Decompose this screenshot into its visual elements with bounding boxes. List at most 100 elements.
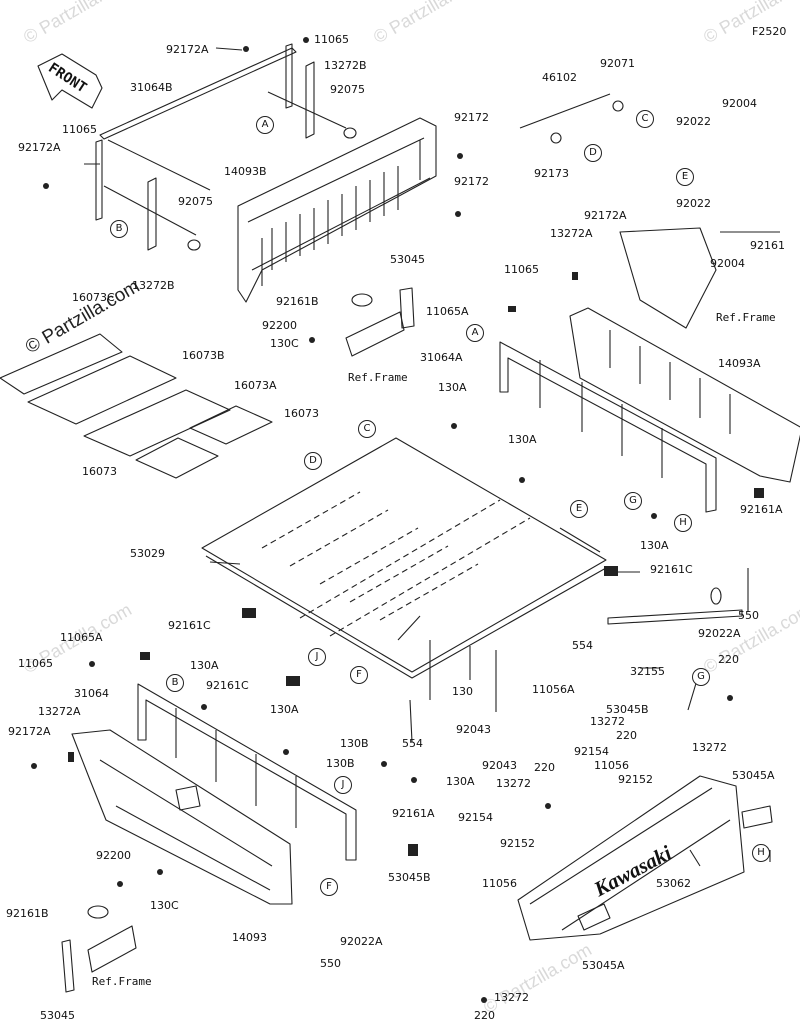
ref-marker-d: D [304,452,322,470]
part-label: 92022 [676,115,711,128]
part-label: 16073 [82,465,117,478]
ref-marker-c: C [358,420,376,438]
part-label: 92022 [676,197,711,210]
part-label: 53045A [582,959,625,972]
part-label: 92152 [618,773,653,786]
part-label: 13272A [550,227,593,240]
tailgate-53062 [517,775,745,941]
part-label: 92154 [458,811,493,824]
part-label: 13272A [38,705,81,718]
part-label: 11065A [60,631,103,644]
part-label: 92004 [722,97,757,110]
ref-marker-g: G [624,492,642,510]
ref-marker-f: F [350,666,368,684]
ref-marker-d: D [584,144,602,162]
part-label: 11056A [532,683,575,696]
part-label: 130A [438,381,467,394]
bed-53029 [201,437,607,673]
mat-16073 [189,405,273,445]
rail-31064 [137,683,357,861]
part-label: 13272 [496,777,531,790]
part-label: 220 [616,729,637,742]
part-label: 92161C [168,619,211,632]
part-label: 16073B [182,349,225,362]
gate-14093a [569,307,800,483]
part-label: 53045A [732,769,775,782]
part-label: 11065A [426,305,469,318]
part-label: 130B [340,737,369,750]
bracket-13272b [147,177,157,251]
part-label: 92172A [584,209,627,222]
part-label: 92172 [454,175,489,188]
part-label: 92172A [166,43,209,56]
part-label: 46102 [542,71,577,84]
part-label: 13272 [494,991,529,1004]
ref-marker-g: G [692,668,710,686]
part-label: 92161A [392,807,435,820]
ref-marker-a: A [256,116,274,134]
part-label: 13272 [590,715,625,728]
ref-marker-j: J [308,648,326,666]
part-label: 130A [446,775,475,788]
front-arrow-icon [37,53,103,109]
part-label: 11065 [62,123,97,136]
part-label: 92200 [262,319,297,332]
part-label: 16073C [72,291,115,304]
part-label: 220 [534,761,555,774]
mat-16073b [27,355,177,425]
part-label: 92161C [650,563,693,576]
part-label: 11056 [594,759,629,772]
part-label: 92161A [740,503,783,516]
ref-marker-e: E [570,500,588,518]
ref-marker-e: E [676,168,694,186]
part-label: 550 [738,609,759,622]
part-label: 92161B [276,295,319,308]
part-label: 53029 [130,547,165,560]
part-label: 92075 [330,83,365,96]
part-label: 130B [326,757,355,770]
part-label: 550 [320,957,341,970]
part-label: 220 [474,1009,495,1022]
mat-16073 [135,437,219,479]
part-label: 92152 [500,837,535,850]
part-label: 11056 [482,877,517,890]
part-label: 92161 [750,239,785,252]
side-panel-14093 [71,729,293,905]
part-label: 32155 [630,665,665,678]
part-label: 11065 [504,263,539,276]
part-label: 16073A [234,379,277,392]
part-label: 11065 [314,33,349,46]
shaft-32155 [607,609,743,625]
part-label: 130 [452,685,473,698]
part-label: 13272 [692,741,727,754]
part-label: 31064B [130,81,173,94]
part-label: 92200 [96,849,131,862]
ref-marker-c: C [636,110,654,128]
rail-31064b [99,47,297,140]
part-label: 13272B [324,59,367,72]
part-label: 130A [270,703,299,716]
ref-marker-a: A [466,324,484,342]
bracket-13272b [305,61,315,139]
part-label: 31064A [420,351,463,364]
part-label: 554 [402,737,423,750]
part-label: 92172A [8,725,51,738]
rail-31064a [499,341,717,513]
part-label: 53045B [388,871,431,884]
gate-14093b [237,117,437,303]
part-label: 220 [718,653,739,666]
part-label: 92043 [456,723,491,736]
ref-marker-h: H [752,844,770,862]
part-label: 53045B [606,703,649,716]
part-label: 14093B [224,165,267,178]
ref-frame-label: Ref.Frame [92,975,152,988]
part-label: 92075 [178,195,213,208]
latch-frame-ref [345,311,405,357]
ref-frame-label: Ref.Frame [716,311,776,324]
part-label: 130A [190,659,219,672]
part-label: 130A [640,539,669,552]
ref-marker-b: B [110,220,128,238]
part-label: 92043 [482,759,517,772]
